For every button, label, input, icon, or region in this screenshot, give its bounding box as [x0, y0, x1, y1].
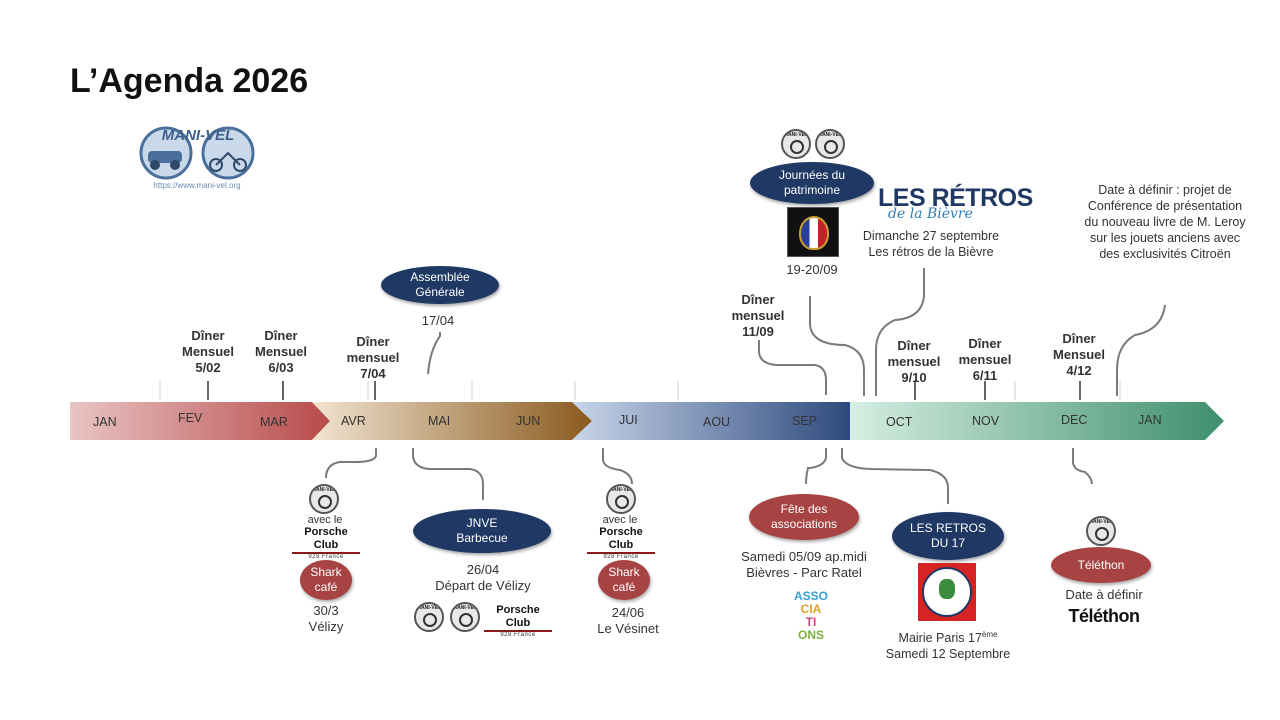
month-jan-next: JAN: [1138, 413, 1162, 427]
mani-vel-logo-graphic: [139, 126, 255, 180]
ag-date: 17/04: [421, 313, 455, 328]
mani-vel-logo: MANI-VEL https://www.mani-vel.org: [138, 125, 256, 191]
month-jul: JUI: [619, 413, 638, 427]
month-jan: JAN: [93, 415, 117, 429]
month-nov: NOV: [972, 414, 1000, 428]
mani-vel-mini-logo: MANI-VEL: [1086, 516, 1116, 546]
retros17-emblem: [918, 563, 976, 621]
retros17-info: Mairie Paris 17ème Samedi 12 Septembre: [885, 630, 1011, 662]
mani-vel-mini-logo: MANI-VEL: [450, 602, 480, 632]
patrimoine-date: 19-20/09: [786, 262, 838, 277]
associations-logo: ASSO CIA TI ONS: [793, 589, 828, 642]
month-feb: FEV: [178, 411, 203, 425]
retros-bievre-logo: LES RÉTROS de la Bièvre: [878, 184, 1033, 222]
telethon-logo: Téléthon: [1068, 606, 1141, 626]
segment-winter: [70, 402, 330, 440]
page-title: L’Agenda 2026: [70, 62, 309, 100]
mani-vel-mini-logo: MANI-VEL: [815, 129, 845, 159]
month-mar: MAR: [260, 415, 288, 429]
mani-vel-mini-logo: MANI-VEL: [606, 484, 636, 514]
month-may: MAI: [428, 414, 451, 428]
month-oct: OCT: [886, 415, 913, 429]
telethon-badge[interactable]: Téléthon: [1051, 547, 1151, 583]
segment-autumn: [850, 402, 1224, 440]
shark1-avec: avec le: [307, 514, 343, 526]
logo-url[interactable]: https://www.mani-vel.org: [153, 181, 241, 190]
month-jun: JUN: [516, 414, 541, 428]
month-aug: AOU: [703, 415, 731, 429]
mani-vel-mini-logo: MANI-VEL: [309, 484, 339, 514]
segment-spring: [312, 402, 592, 440]
logo-name: MANI-VEL: [161, 127, 235, 144]
month-sep: SEP: [792, 414, 818, 428]
mani-vel-mini-logo: MANI-VEL: [414, 602, 444, 632]
segment-summer: [572, 402, 850, 440]
telethon-date: Date à définir: [1065, 587, 1143, 602]
month-apr: AVR: [341, 414, 366, 428]
patrimoine-emblem: [787, 207, 839, 257]
month-dec: DEC: [1061, 413, 1088, 427]
shark2-avec: avec le: [602, 514, 638, 526]
mani-vel-mini-logo: MANI-VEL: [781, 129, 811, 159]
